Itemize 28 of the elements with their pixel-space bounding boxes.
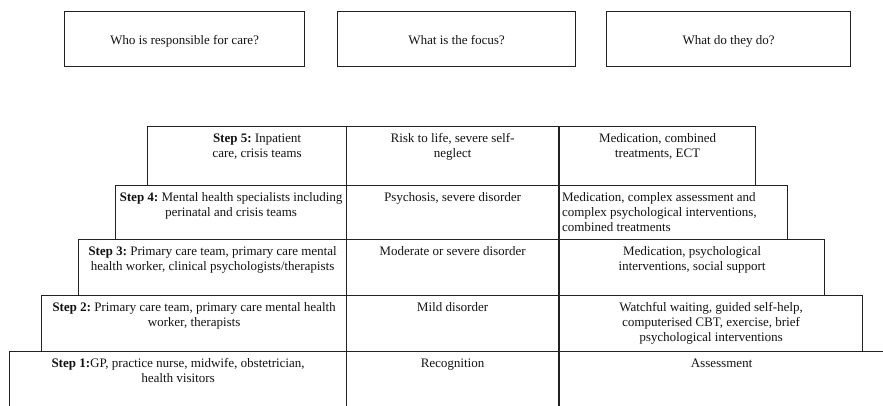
cell-text: Moderate or severe disorder [379, 243, 526, 258]
column-heading: What do they do? [682, 32, 775, 46]
cell-text: Risk to life, severe self-neglect [390, 130, 516, 160]
table-cell [559, 295, 863, 352]
cell-text: Assessment [690, 355, 752, 370]
table-cell [147, 126, 347, 186]
table-cell [346, 126, 559, 186]
table-cell [559, 126, 756, 186]
cell-text: Psychosis, severe disorder [384, 189, 521, 204]
cell-text: Step 3: Primary care team, primary care mental health worker, clinical psychologists/therapists [87, 243, 338, 273]
table-cell [559, 185, 788, 240]
cell-text: Watchful waiting, guided self-help, computerised CBT, exercise, brief psychological interventions [618, 299, 804, 344]
cell-text: Step 1:GP, practice nurse, midwife, obstetrician, health visitors [50, 355, 306, 385]
column-heading: What is the focus? [408, 32, 505, 46]
cell-text: Medication, psychological interventions, social support [618, 243, 766, 273]
column-heading: Who is responsible for care? [110, 32, 259, 46]
table-cell [559, 239, 825, 296]
cell-text: Step 4: Mental health specialists including perinatal and crisis teams [118, 189, 344, 219]
header-box [606, 11, 851, 67]
cell-text: Medication, complex assessment and complex psychological interventions, combined treatments [562, 189, 758, 234]
table-cell [559, 351, 883, 406]
header-box [337, 11, 576, 67]
cell-text: Step 5: Inpatient care, crisis teams [211, 130, 303, 160]
cell-text: Recognition [420, 355, 484, 370]
cell-text: Mild disorder [416, 299, 488, 314]
cell-text: Medication, combined treatments, ECT [598, 130, 717, 160]
cell-text: Step 2: Primary care team, primary care mental health worker, therapists [51, 299, 337, 329]
header-box [64, 11, 305, 67]
